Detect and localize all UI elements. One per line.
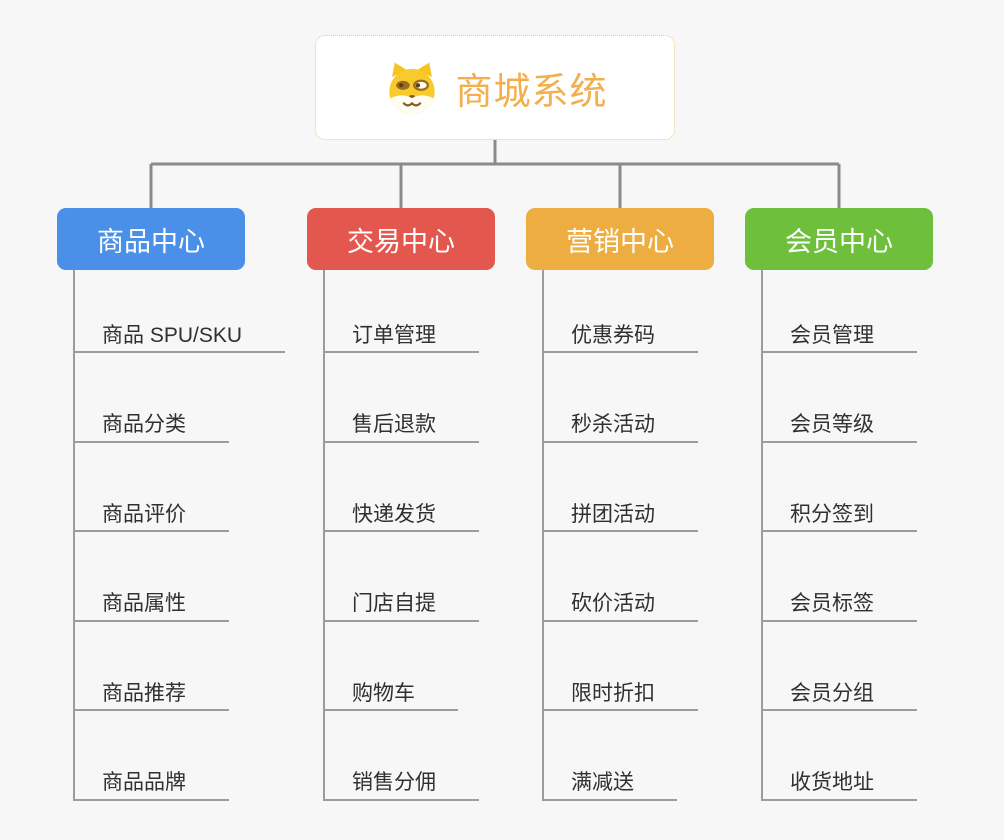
- leaf-node[interactable]: 优惠券码: [544, 270, 698, 353]
- leaf-node[interactable]: 商品属性: [75, 532, 229, 622]
- leaf-node[interactable]: 快递发货: [325, 443, 479, 532]
- leaf-node[interactable]: 售后退款: [325, 353, 479, 443]
- leaf-node[interactable]: 商品分类: [75, 353, 229, 443]
- branch-node-member-center[interactable]: 会员中心: [745, 208, 933, 270]
- leaf-node[interactable]: 商品推荐: [75, 622, 229, 711]
- leaf-node[interactable]: 满减送: [544, 711, 677, 801]
- leaf-node[interactable]: 积分签到: [763, 443, 917, 532]
- leaf-node[interactable]: 会员标签: [763, 532, 917, 622]
- leaf-node[interactable]: 会员等级: [763, 353, 917, 443]
- leaf-node[interactable]: 订单管理: [325, 270, 479, 353]
- leaf-node[interactable]: 购物车: [325, 622, 458, 711]
- dog-icon: [388, 62, 435, 114]
- branch-label: 会员中心: [785, 226, 893, 257]
- leaf-node[interactable]: 砍价活动: [544, 532, 698, 622]
- branch-label: 营销中心: [566, 226, 674, 257]
- root-node[interactable]: 商城系统: [315, 35, 675, 140]
- leaf-node[interactable]: 门店自提: [325, 532, 479, 622]
- branch-item-list: 商品 SPU/SKU 商品分类 商品评价 商品属性 商品推荐 商品品牌: [73, 270, 286, 801]
- leaf-node[interactable]: 拼团活动: [544, 443, 698, 532]
- leaf-node[interactable]: 秒杀活动: [544, 353, 698, 443]
- branch-node-trade-center[interactable]: 交易中心: [307, 208, 495, 270]
- leaf-node[interactable]: 收货地址: [763, 711, 917, 801]
- leaf-node[interactable]: 会员分组: [763, 622, 917, 711]
- branch-item-list: 优惠券码 秒杀活动 拼团活动 砍价活动 限时折扣 满减送: [542, 270, 698, 801]
- leaf-node[interactable]: 商品 SPU/SKU: [75, 270, 286, 353]
- leaf-node[interactable]: 商品评价: [75, 443, 229, 532]
- branch-label: 交易中心: [347, 226, 455, 257]
- branch-item-list: 会员管理 会员等级 积分签到 会员标签 会员分组 收货地址: [761, 270, 917, 801]
- leaf-node[interactable]: 商品品牌: [75, 711, 229, 801]
- branch-node-product-center[interactable]: 商品中心: [57, 208, 245, 270]
- leaf-node[interactable]: 销售分佣: [325, 711, 479, 801]
- branch-node-marketing-center[interactable]: 营销中心: [526, 208, 714, 270]
- leaf-node[interactable]: 限时折扣: [544, 622, 698, 711]
- root-title: 商城系统: [455, 70, 608, 112]
- branch-item-list: 订单管理 售后退款 快递发货 门店自提 购物车 销售分佣: [323, 270, 479, 801]
- leaf-node[interactable]: 会员管理: [763, 270, 917, 353]
- branch-label: 商品中心: [97, 226, 205, 257]
